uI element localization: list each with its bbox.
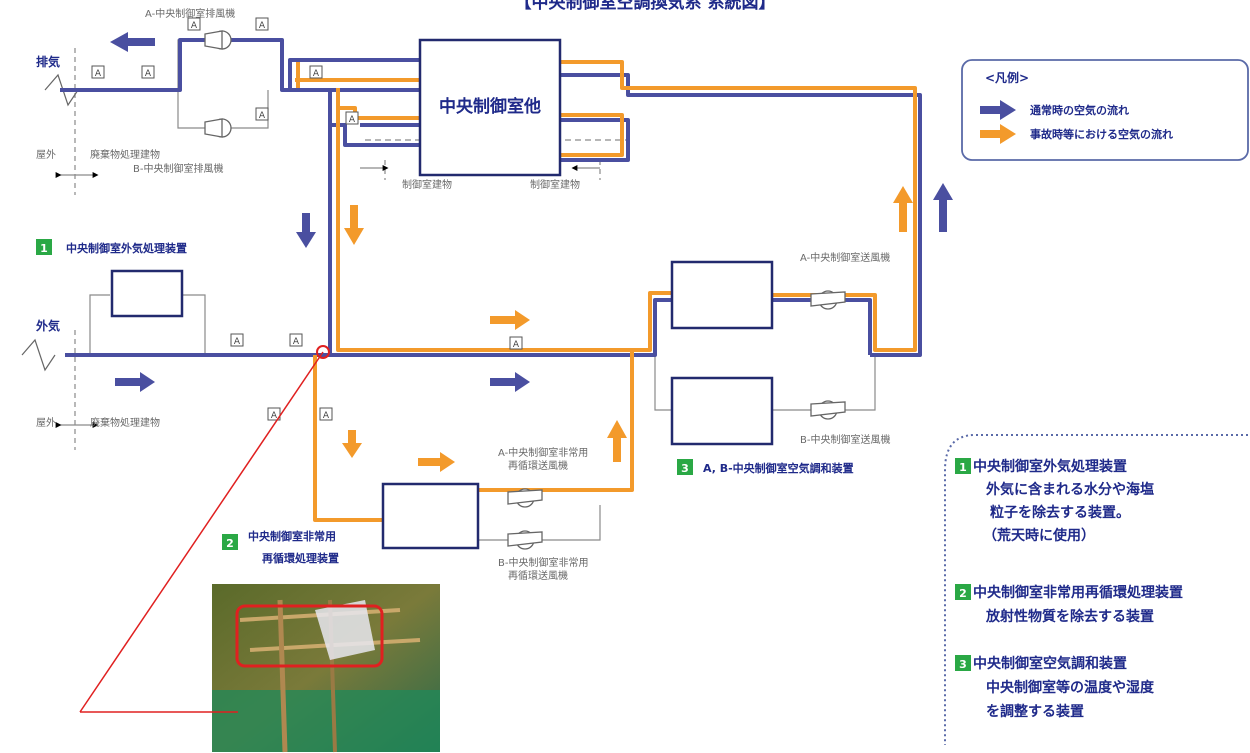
emergency-recirculation-unit — [383, 484, 478, 548]
accident-flow-arrow — [607, 420, 627, 462]
svg-text:A: A — [234, 337, 241, 347]
equipment: 中央制御室他 — [112, 40, 772, 548]
notes-panel: 1 中央制御室外気処理装置 外気に含まれる水分や海塩 粒子を除去する装置。 （荒… — [945, 435, 1248, 745]
svg-text:A: A — [259, 21, 266, 31]
callout-1: 1 中央制御室外気処理装置 — [36, 239, 187, 255]
callout-2: 2 中央制御室非常用 再循環処理装置 — [222, 529, 339, 565]
svg-text:3: 3 — [681, 462, 689, 475]
outdoor-label-2: 屋外 — [36, 417, 56, 429]
legend: <凡例> 通常時の空気の流れ 事故時等における空気の流れ — [962, 60, 1248, 160]
callout-3: 3 A, B-中央制御室空気調和装置 — [677, 459, 854, 475]
legend-title: <凡例> — [985, 70, 1029, 85]
waste-bldg-label-2: 廃棄物処理建物 — [90, 416, 160, 429]
outdoor-label-1: 屋外 — [36, 149, 56, 161]
recirc-fan-b-icon — [508, 531, 542, 549]
normal-flow-arrow — [296, 213, 316, 248]
ctrl-bldg-label-1: 制御室建物 — [402, 178, 452, 191]
svg-text:中央制御室空気調和装置: 中央制御室空気調和装置 — [973, 655, 1127, 672]
accident-flow-ducts — [295, 62, 915, 520]
supply-fan-a-icon — [811, 291, 845, 309]
accident-flow-arrow — [418, 452, 455, 472]
svg-text:1: 1 — [40, 242, 48, 255]
normal-flow-arrow — [115, 372, 155, 392]
exhaust-label: 排気 — [36, 54, 60, 69]
damper-2: A — [142, 66, 154, 79]
accident-flow-arrow — [893, 186, 913, 232]
fan-a-recirc-label-1: A-中央制御室非常用 — [498, 446, 588, 459]
recirc-fan-a-icon — [508, 489, 542, 507]
svg-text:中央制御室外気処理装置: 中央制御室外気処理装置 — [66, 241, 187, 255]
outside-air-label: 外気 — [36, 318, 60, 333]
accident-flow-arrow — [490, 310, 530, 330]
damper-8: A — [231, 334, 243, 347]
svg-text:3: 3 — [959, 658, 967, 671]
normal-flow-arrow — [933, 183, 953, 232]
svg-text:A: A — [349, 115, 356, 125]
legend-normal-label: 通常時の空気の流れ — [1030, 103, 1129, 117]
ctrl-bldg-label-2: 制御室建物 — [530, 178, 580, 191]
svg-text:中央制御室等の温度や湿度: 中央制御室等の温度や湿度 — [986, 679, 1155, 696]
svg-text:A: A — [513, 340, 520, 350]
svg-text:1: 1 — [959, 461, 967, 474]
svg-text:中央制御室非常用再循環処理装置: 中央制御室非常用再循環処理装置 — [973, 584, 1183, 601]
damper-4: A — [256, 18, 268, 31]
fan-b-supply-label: B-中央制御室送風機 — [800, 433, 890, 446]
fan-b-recirc-label-1: B-中央制御室非常用 — [498, 556, 588, 569]
svg-text:粒子を除去する装置。: 粒子を除去する装置。 — [990, 504, 1130, 521]
svg-text:A: A — [191, 21, 198, 31]
svg-text:A: A — [313, 69, 320, 79]
fan-a-recirc-label-2: 再循環送風機 — [508, 459, 568, 472]
damper-12: A — [320, 408, 332, 421]
exhaust-fan-a-icon — [205, 31, 231, 49]
svg-text:A: A — [95, 69, 102, 79]
note-1: 1 中央制御室外気処理装置 外気に含まれる水分や海塩 粒子を除去する装置。 （荒… — [955, 458, 1154, 544]
fan-a-supply-label: A-中央制御室送風機 — [800, 251, 890, 264]
svg-text:2: 2 — [959, 587, 967, 600]
damper-10: A — [510, 337, 522, 350]
outside-air-processing-unit — [112, 271, 182, 316]
normal-flow-arrow — [110, 32, 155, 52]
accident-flow-arrow — [342, 430, 362, 458]
fan-b-recirc-label-2: 再循環送風機 — [508, 569, 568, 582]
svg-text:A: A — [293, 337, 300, 347]
svg-text:再循環処理装置: 再循環処理装置 — [262, 551, 339, 565]
note-3: 3 中央制御室空気調和装置 中央制御室等の温度や湿度 を調整する装置 — [955, 655, 1155, 720]
svg-text:A: A — [259, 111, 266, 121]
normal-flow-arrow — [490, 372, 530, 392]
page-title: 【中央制御室空調換気系 系統図】 — [515, 0, 776, 13]
svg-text:を調整する装置: を調整する装置 — [986, 703, 1084, 720]
fan-a-exhaust-label: A-中央制御室排風機 — [145, 7, 235, 20]
svg-text:中央制御室外気処理装置: 中央制御室外気処理装置 — [973, 458, 1127, 475]
air-handling-unit-a — [672, 262, 772, 328]
waste-bldg-label-1: 廃棄物処理建物 — [90, 148, 160, 161]
air-handling-unit-b — [672, 378, 772, 444]
fan-b-exhaust-label: B-中央制御室排風機 — [133, 162, 223, 175]
damper-5: A — [256, 108, 268, 121]
damper-9: A — [290, 334, 302, 347]
damper-6: A — [310, 66, 322, 79]
note-2: 2 中央制御室非常用再循環処理装置 放射性物質を除去する装置 — [955, 584, 1183, 625]
supply-fan-b-icon — [811, 401, 845, 419]
svg-text:A, B-中央制御室空気調和装置: A, B-中央制御室空気調和装置 — [703, 461, 854, 475]
svg-text:（荒天時に使用）: （荒天時に使用） — [983, 527, 1095, 544]
exhaust-fan-b-icon — [205, 119, 231, 137]
svg-text:A: A — [145, 69, 152, 79]
damper-1: A — [92, 66, 104, 79]
svg-text:A: A — [323, 411, 330, 421]
svg-text:2: 2 — [226, 537, 234, 550]
damper-7: A — [346, 112, 358, 125]
accident-flow-arrow — [344, 205, 364, 245]
svg-text:中央制御室非常用: 中央制御室非常用 — [248, 529, 336, 543]
control-room-label: 中央制御室他 — [439, 96, 541, 117]
svg-text:外気に含まれる水分や海塩: 外気に含まれる水分や海塩 — [986, 481, 1154, 498]
svg-text:放射性物質を除去する装置: 放射性物質を除去する装置 — [985, 608, 1154, 625]
legend-accident-label: 事故時等における空気の流れ — [1030, 127, 1173, 141]
